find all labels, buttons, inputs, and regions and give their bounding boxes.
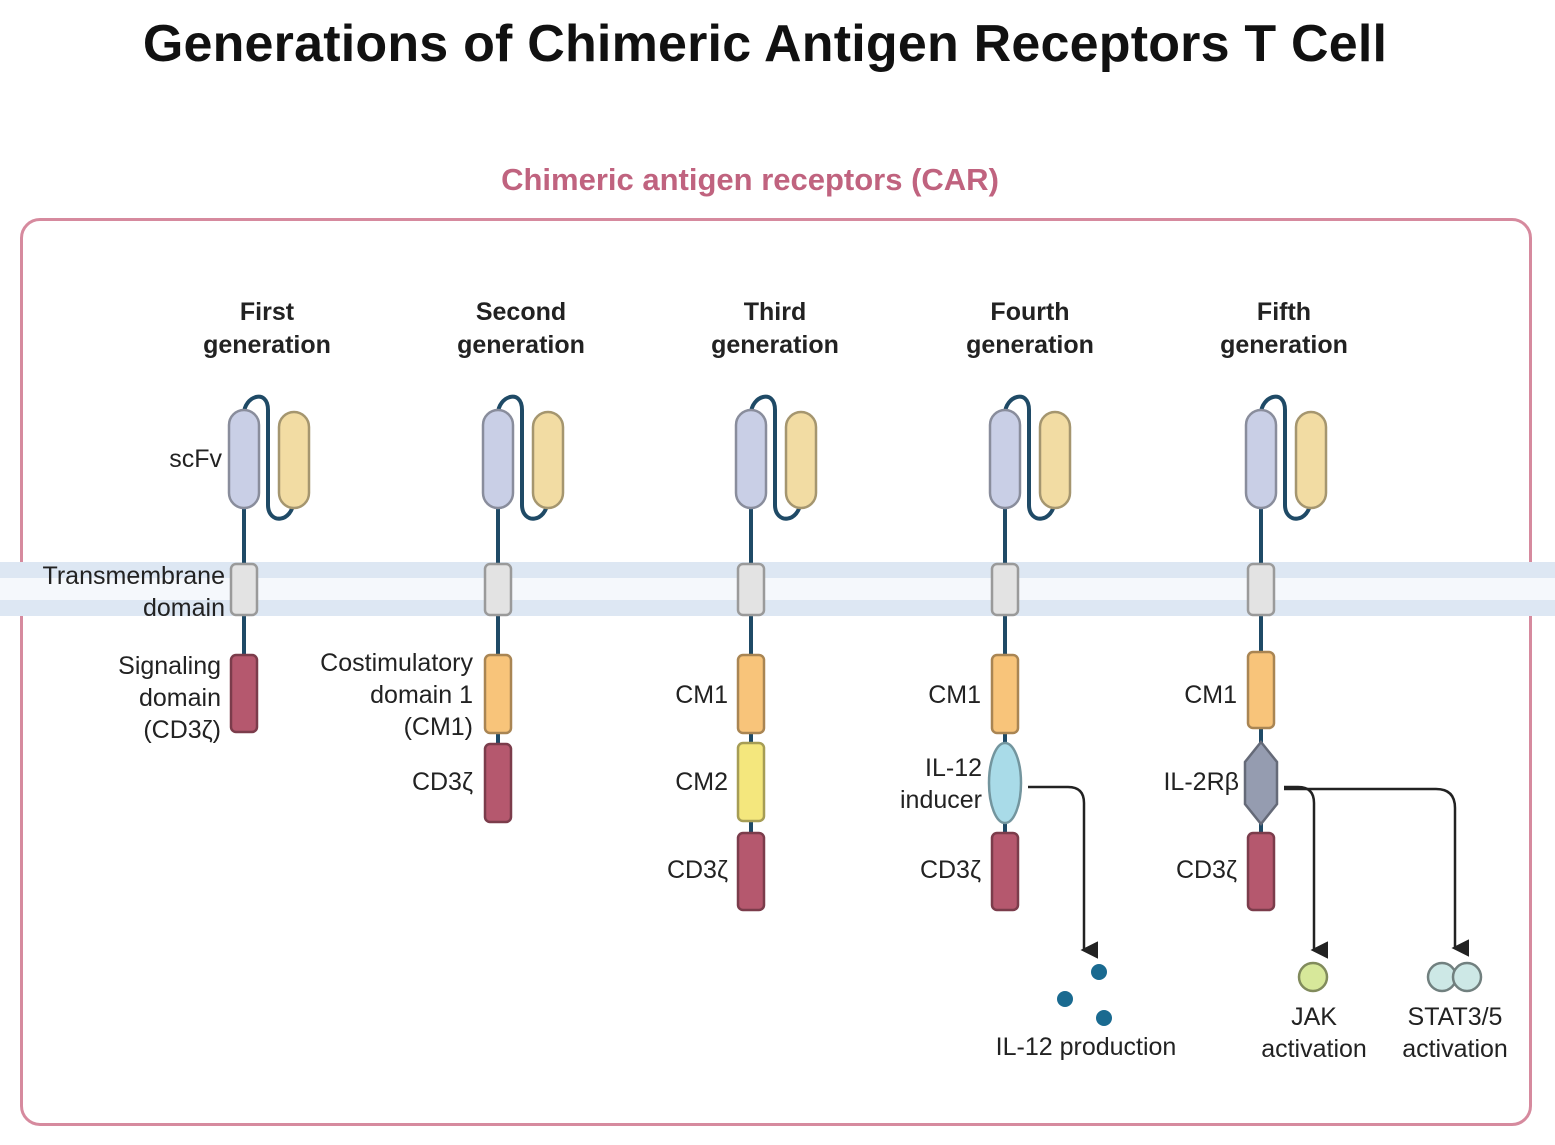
gen3-cm1-label: CM1 [675,681,728,709]
gen4-cd3z-domain [990,831,1020,912]
gen4-transmembrane [990,562,1020,617]
generation-5-line1: Fifth [1256,298,1312,326]
gen3-scfv-vh [784,410,818,510]
generation-2-line2: generation [457,331,585,359]
gen2-cd3z-domain [483,742,513,824]
gen4-cm1-domain [990,653,1020,735]
generation-5-header: Fifth generation [1184,296,1384,362]
generation-4-line2: generation [966,331,1094,359]
generation-4-header: Fourth generation [930,296,1130,362]
gen5-cd3z-domain [1246,831,1276,912]
gen2-scfv-vl [481,408,515,510]
signaling-label-line3: (CD3ζ) [143,716,221,744]
generation-1-header: First generation [167,296,367,362]
jak-molecule [1297,961,1329,993]
il12-molecule-2 [1057,991,1073,1007]
gen5-cm1-domain [1246,650,1276,730]
generation-1-line2: generation [203,331,331,359]
diagram-title: Generations of Chimeric Antigen Receptor… [142,15,1388,73]
gen4-scfv-vh [1038,410,1072,510]
stat-activation-label: STAT3/5 activation [1385,1001,1525,1065]
il2rb-label: IL-2Rβ [1163,768,1239,796]
generation-5-line2: generation [1220,331,1348,359]
generation-3-line2: generation [711,331,839,359]
transmembrane-label-line1: Transmembrane [42,562,225,590]
stat-label-line1: STAT3/5 [1407,1003,1503,1031]
gen2-cd3z-label: CD3ζ [411,768,473,796]
signaling-label-line1: Signaling [118,652,221,680]
gen4-scfv-linker [1003,394,1057,521]
gen5-scfv-vl [1244,408,1278,510]
gen5-il2rb-domain [1243,739,1279,827]
car-constructs [227,394,1328,912]
jak-activation-arrow [1284,785,1328,959]
jak-label-line1: JAK [1291,1003,1337,1031]
costim-label-line3: (CM1) [403,713,473,741]
transmembrane-label: Transmembrane domain [43,560,225,624]
gen2-scfv-linker [496,394,550,521]
gen1-scfv-vl [227,408,261,510]
membrane-core [0,578,1555,600]
generation-2-line1: Second [475,298,567,326]
transmembrane-label-line2: domain [143,594,225,622]
gen3-cm2-label: CM2 [675,768,728,796]
car-construct-gen-5 [1243,394,1328,912]
gen1-scfv-linker [242,394,296,521]
generation-4-line1: Fourth [990,298,1070,326]
generation-2-header: Second generation [421,296,621,362]
generation-3-line1: Third [743,298,807,326]
gen4-cd3z-label: CD3ζ [919,856,981,884]
gen2-cm1-domain [483,653,513,735]
cell-membrane [0,562,1555,616]
gen4-cm1-label: CM1 [928,681,981,709]
gen1-scfv-vh [277,410,311,510]
jak-activation-label: JAK activation [1244,1001,1384,1065]
car-construct-gen-3 [734,394,818,912]
car-frame [20,218,1532,1126]
generation-1-line1: First [239,298,295,326]
gen3-transmembrane [736,562,766,617]
gen3-scfv-vl [734,408,768,510]
stat5-molecule [1451,961,1483,993]
costim-label-line1: Costimulatory [320,649,473,677]
signaling-label-line2: domain [139,684,221,712]
il12-molecule-1 [1091,964,1107,980]
costimulatory-domain-label: Costimulatory domain 1 (CM1) [320,647,473,743]
jak-label-line2: activation [1261,1035,1367,1063]
il12-inducer-line1: IL-12 [925,754,982,782]
gen5-cd3z-label: CD3ζ [1175,856,1237,884]
generation-3-header: Third generation [675,296,875,362]
gen3-cd3z-label: CD3ζ [666,856,728,884]
gen4-scfv-vl [988,408,1022,510]
gen3-cd3z-domain [736,831,766,912]
il12-production-arrow [1028,785,1098,959]
il12-molecule-3 [1096,1010,1112,1026]
gen4-il12-domain [987,741,1023,825]
il12-inducer-line2: inducer [900,786,982,814]
scfv-label: scFv [169,445,222,473]
gen3-scfv-linker [749,394,803,521]
gen5-scfv-vh [1294,410,1328,510]
stat-label-line2: activation [1402,1035,1508,1063]
car-subtitle: Chimeric antigen receptors (CAR) [501,162,999,197]
signal-arrows [1028,785,1483,1026]
gen1-transmembrane [229,562,259,617]
car-construct-gen-4 [987,394,1072,912]
il12-production-label: IL-12 production [995,1033,1177,1061]
car-construct-gen-2 [481,394,565,824]
gen5-scfv-linker [1259,394,1313,521]
signaling-domain-label: Signaling domain (CD3ζ) [118,650,221,746]
stat-activation-arrow [1284,787,1469,957]
gen5-transmembrane [1246,562,1276,617]
gen3-cm2-domain [736,741,766,823]
gen2-scfv-vh [531,410,565,510]
costim-label-line2: domain 1 [370,681,473,709]
il12-inducer-label: IL-12 inducer [900,752,982,816]
gen2-transmembrane [483,562,513,617]
car-construct-gen-1 [227,394,311,734]
gen1-cd3z-domain [229,653,259,734]
gen3-cm1-domain [736,653,766,735]
gen5-cm1-label: CM1 [1184,681,1237,709]
